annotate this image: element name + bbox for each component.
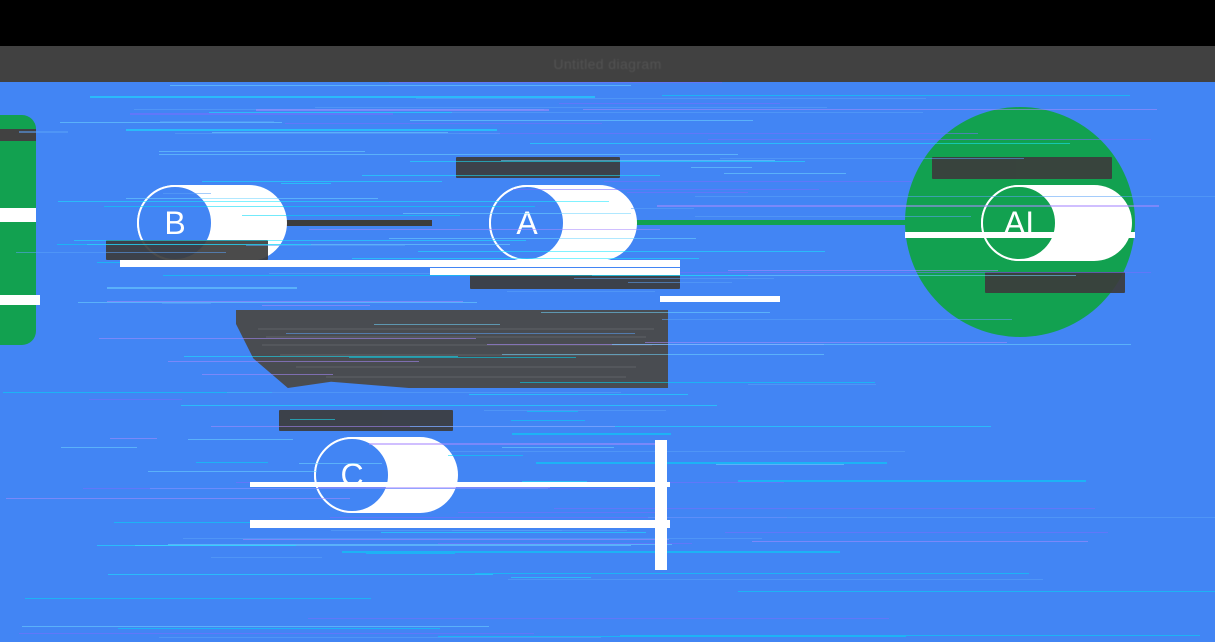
node-a[interactable]: A [489,185,637,261]
node-b[interactable]: B [137,185,287,261]
edge-a-to-ai[interactable] [632,220,930,225]
edge-b-to-a[interactable] [282,220,432,226]
top-black-bar [0,0,1215,46]
left-edge-green-block[interactable] [0,115,36,345]
window-title-bar: Untitled diagram [0,46,1215,82]
node-c-letter: C [340,457,364,493]
node-ai-label-above: node label ai [932,157,1112,179]
node-b-letter: B [164,205,186,241]
node-c[interactable]: C [314,437,458,513]
node-a-label-below: sub label a [470,268,680,289]
annotation-text-block [236,310,668,388]
node-ai-label-below: ai sub [985,272,1125,293]
node-ai[interactable]: AI [981,185,1132,261]
window-title: Untitled diagram [553,56,662,72]
node-ai-letter: AI [1003,205,1035,241]
left-edge-dark-notch [0,129,36,141]
node-c-label-above: node label c [279,410,453,431]
diagram-canvas[interactable]: B node label b A node label a sub label … [0,82,1215,642]
node-ai-circle[interactable]: AI [981,185,1057,261]
node-b-label-above: node label b [106,240,268,260]
node-c-circle[interactable]: C [314,437,390,513]
left-edge-white-notch [0,208,36,222]
node-a-circle[interactable]: A [489,185,565,261]
node-a-letter: A [516,205,538,241]
node-a-label-above: node label a [456,157,620,178]
